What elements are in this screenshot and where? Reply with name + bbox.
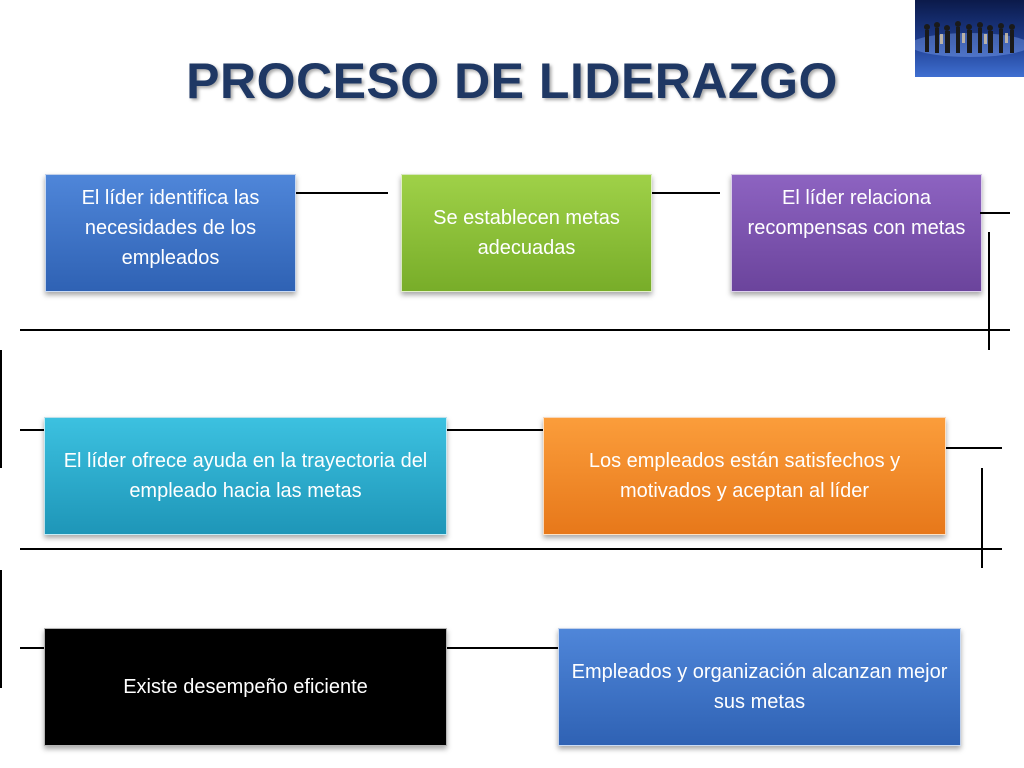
- step-efficient-performance: Existe desempeño eficiente: [44, 628, 447, 746]
- connector-right-vertical-1: [988, 232, 990, 350]
- step-identify-needs-text: El líder identifica las necesidades de l…: [81, 187, 260, 269]
- step-set-goals-text: Se establecen metas adecuadas: [433, 207, 620, 259]
- step-employees-satisfied: Los empleados están satisfechos y motiva…: [543, 417, 946, 535]
- connector-right-vertical-2: [981, 468, 983, 568]
- step-link-rewards-text: El líder relaciona recompensas con metas: [747, 187, 966, 239]
- step-offer-help: El líder ofrece ayuda en la trayectoria …: [44, 417, 447, 535]
- connector-row2-entry: [20, 429, 44, 431]
- connector-row2-exit: [946, 447, 1002, 449]
- crowd-photo: [915, 0, 1024, 77]
- slide-title: PROCESO DE LIDERAZGO: [186, 53, 838, 109]
- connector-left-vertical-1: [0, 350, 2, 468]
- connector-1-2: [296, 192, 388, 194]
- connector-row1-divider: [20, 329, 1010, 331]
- step-link-rewards: El líder relaciona recompensas con metas: [731, 174, 982, 292]
- step-employees-satisfied-text: Los empleados están satisfechos y motiva…: [588, 450, 901, 502]
- connector-4-5: [447, 429, 543, 431]
- step-set-goals: Se establecen metas adecuadas: [401, 174, 652, 292]
- connector-row1-exit: [980, 212, 1010, 214]
- connector-row3-entry: [20, 647, 44, 649]
- connector-6-7: [447, 647, 558, 649]
- step-identify-needs: El líder identifica las necesidades de l…: [45, 174, 296, 292]
- connector-left-vertical-2: [0, 570, 2, 688]
- step-goals-achieved-text: Empleados y organización alcanzan mejor …: [571, 661, 948, 713]
- connector-2-3: [652, 192, 720, 194]
- connector-row2-divider: [20, 548, 1002, 550]
- step-offer-help-text: El líder ofrece ayuda en la trayectoria …: [63, 450, 428, 502]
- step-efficient-performance-text: Existe desempeño eficiente: [123, 676, 368, 698]
- step-goals-achieved: Empleados y organización alcanzan mejor …: [558, 628, 961, 746]
